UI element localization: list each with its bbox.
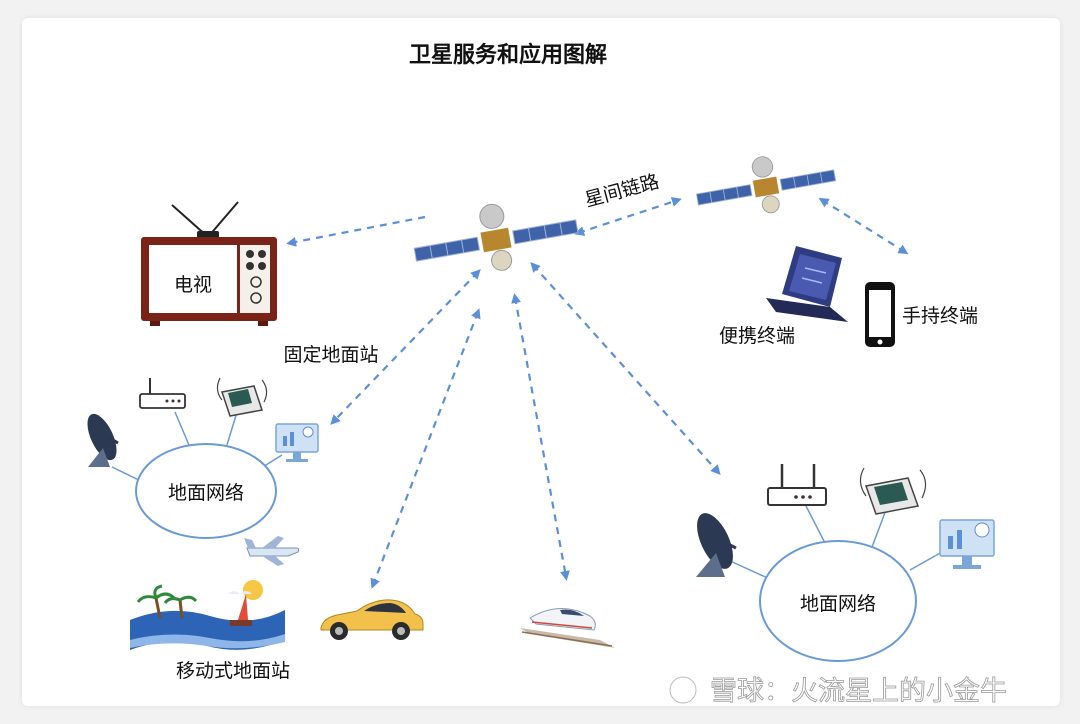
left-network-ellipse (135, 443, 277, 539)
handheld-terminal-label: 手持终端 (902, 305, 978, 327)
mobile-ground-station-label: 移动式地面站 (176, 660, 290, 682)
fixed-ground-station-label: 固定地面站 (283, 344, 378, 366)
airplane-icon (244, 536, 300, 566)
watermark-text: 雪球：火流星上的小金牛 (710, 676, 1007, 707)
laptop-icon (766, 246, 848, 322)
satellite-main-icon (413, 203, 579, 271)
router-right-icon (767, 464, 827, 506)
modem-right-icon (859, 467, 927, 515)
tv-label: 电视 (174, 274, 212, 296)
right-network-ellipse (759, 540, 917, 662)
phone-icon (865, 282, 895, 347)
arrow-to-train (511, 293, 570, 581)
beach-boat-icon (130, 580, 285, 650)
watermark: 雪球：火流星上的小金牛 (668, 675, 1007, 707)
right-ground-network-label: 地面网络 (800, 593, 876, 615)
portable-terminal-label: 便携终端 (719, 325, 795, 347)
right-ground-network (727, 505, 943, 662)
car-icon (320, 599, 424, 640)
diagram-title: 卫星服务和应用图解 (409, 42, 607, 68)
train-icon (520, 607, 615, 648)
arrow-to-right-network (530, 262, 721, 475)
router-left-icon (139, 378, 186, 409)
satellite-relay-icon (695, 156, 837, 214)
tv-icon (141, 201, 277, 326)
arrow-to-car (370, 308, 481, 589)
satellite-dish-right-icon (696, 513, 737, 577)
arrow-to-tv (286, 215, 426, 247)
inter-satellite-link-label: 星间链路 (582, 171, 661, 212)
arrow-to-handheld (818, 197, 909, 255)
link-arrows (286, 197, 909, 589)
monitor-right-icon (939, 519, 995, 569)
left-ground-network (111, 411, 283, 539)
left-ground-network-label: 地面网络 (168, 482, 244, 504)
modem-left-icon (216, 377, 268, 417)
satellite-dish-left-icon (87, 413, 119, 467)
monitor-left-icon (275, 423, 319, 462)
arrow-inter-satellite (574, 197, 682, 236)
